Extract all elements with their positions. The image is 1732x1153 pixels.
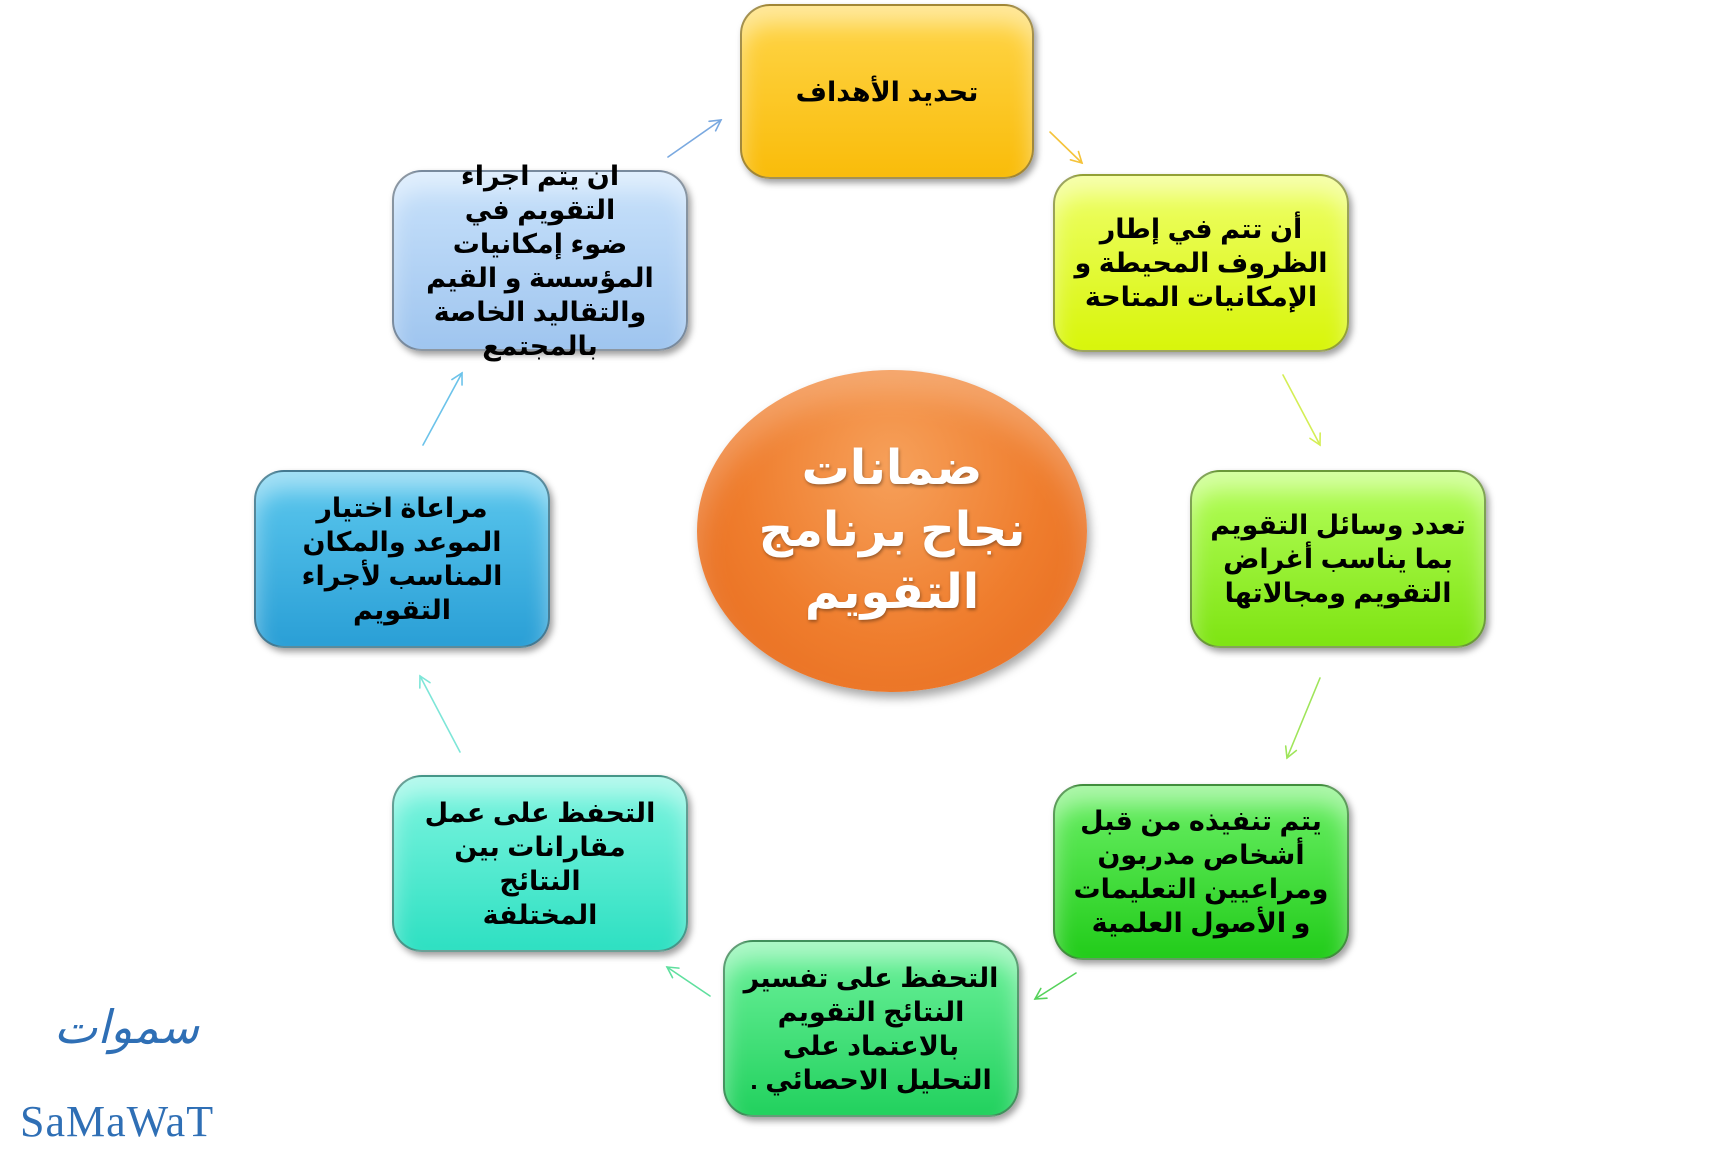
arrow-1 (1049, 131, 1083, 164)
arrow-7-head (451, 371, 463, 386)
node-trained-staff: يتم تنفيذه من قبل أشخاص مدربون ومراعيين … (1053, 784, 1349, 960)
arrow-3-head (1284, 745, 1298, 760)
node-circumstances: أن تتم في إطار الظروف المحيطة و الإمكاني… (1053, 174, 1349, 352)
arrow-4 (1034, 972, 1077, 1000)
node-trained-staff-label: يتم تنفيذه من قبل أشخاص مدربون ومراعيين … (1073, 806, 1329, 938)
arrow-5-head (665, 966, 680, 979)
node-circumstances-label: أن تتم في إطار الظروف المحيطة و الإمكاني… (1074, 214, 1328, 312)
arrow-6-head (419, 674, 431, 689)
arrow-3 (1286, 677, 1321, 759)
arrow-8-head (708, 119, 723, 132)
arrow-2-head (1309, 432, 1321, 447)
node-time-place: مراعاة اختيار الموعد والمكان المناسب لأج… (254, 470, 550, 648)
node-time-place-label: مراعاة اختيار الموعد والمكان المناسب لأج… (301, 493, 503, 625)
arrow-2 (1282, 374, 1321, 446)
node-comparisons-label: التحفظ على عمل مقارانات بين النتائج المخ… (424, 797, 656, 930)
node-statistical-interpretation-label: التحفظ على تفسير النتائج التقويم بالاعتم… (743, 962, 999, 1095)
arrow-6 (419, 675, 461, 753)
arrow-7 (422, 372, 463, 446)
node-goals: تحديد الأهداف (740, 4, 1034, 179)
node-statistical-interpretation: التحفظ على تفسير النتائج التقويم بالاعتم… (723, 940, 1019, 1117)
logo-script: سموات (54, 1000, 199, 1054)
node-comparisons: التحفظ على عمل مقارانات بين النتائج المخ… (392, 775, 688, 952)
center-title-ellipse: ضمانات نجاح برنامج التقويم (697, 370, 1087, 692)
node-institution-values-label: ان يتم اجراء التقويم في ضوء إمكانيات الم… (426, 160, 654, 361)
node-institution-values: ان يتم اجراء التقويم في ضوء إمكانيات الم… (392, 161, 688, 361)
node-evaluation-methods-label: تعدد وسائل التقويم بما يناسب أغراض التقو… (1210, 510, 1466, 608)
node-goals-label: تحديد الأهداف (795, 76, 979, 107)
logo-text: SaMaWaT (20, 1097, 215, 1146)
arrow-4-head (1033, 987, 1048, 1000)
arrow-8 (667, 119, 722, 158)
node-evaluation-methods: تعدد وسائل التقويم بما يناسب أغراض التقو… (1190, 470, 1486, 648)
arrow-1-head (1069, 150, 1084, 165)
center-title: ضمانات نجاح برنامج التقويم (758, 442, 1026, 619)
arrow-5 (666, 966, 711, 997)
